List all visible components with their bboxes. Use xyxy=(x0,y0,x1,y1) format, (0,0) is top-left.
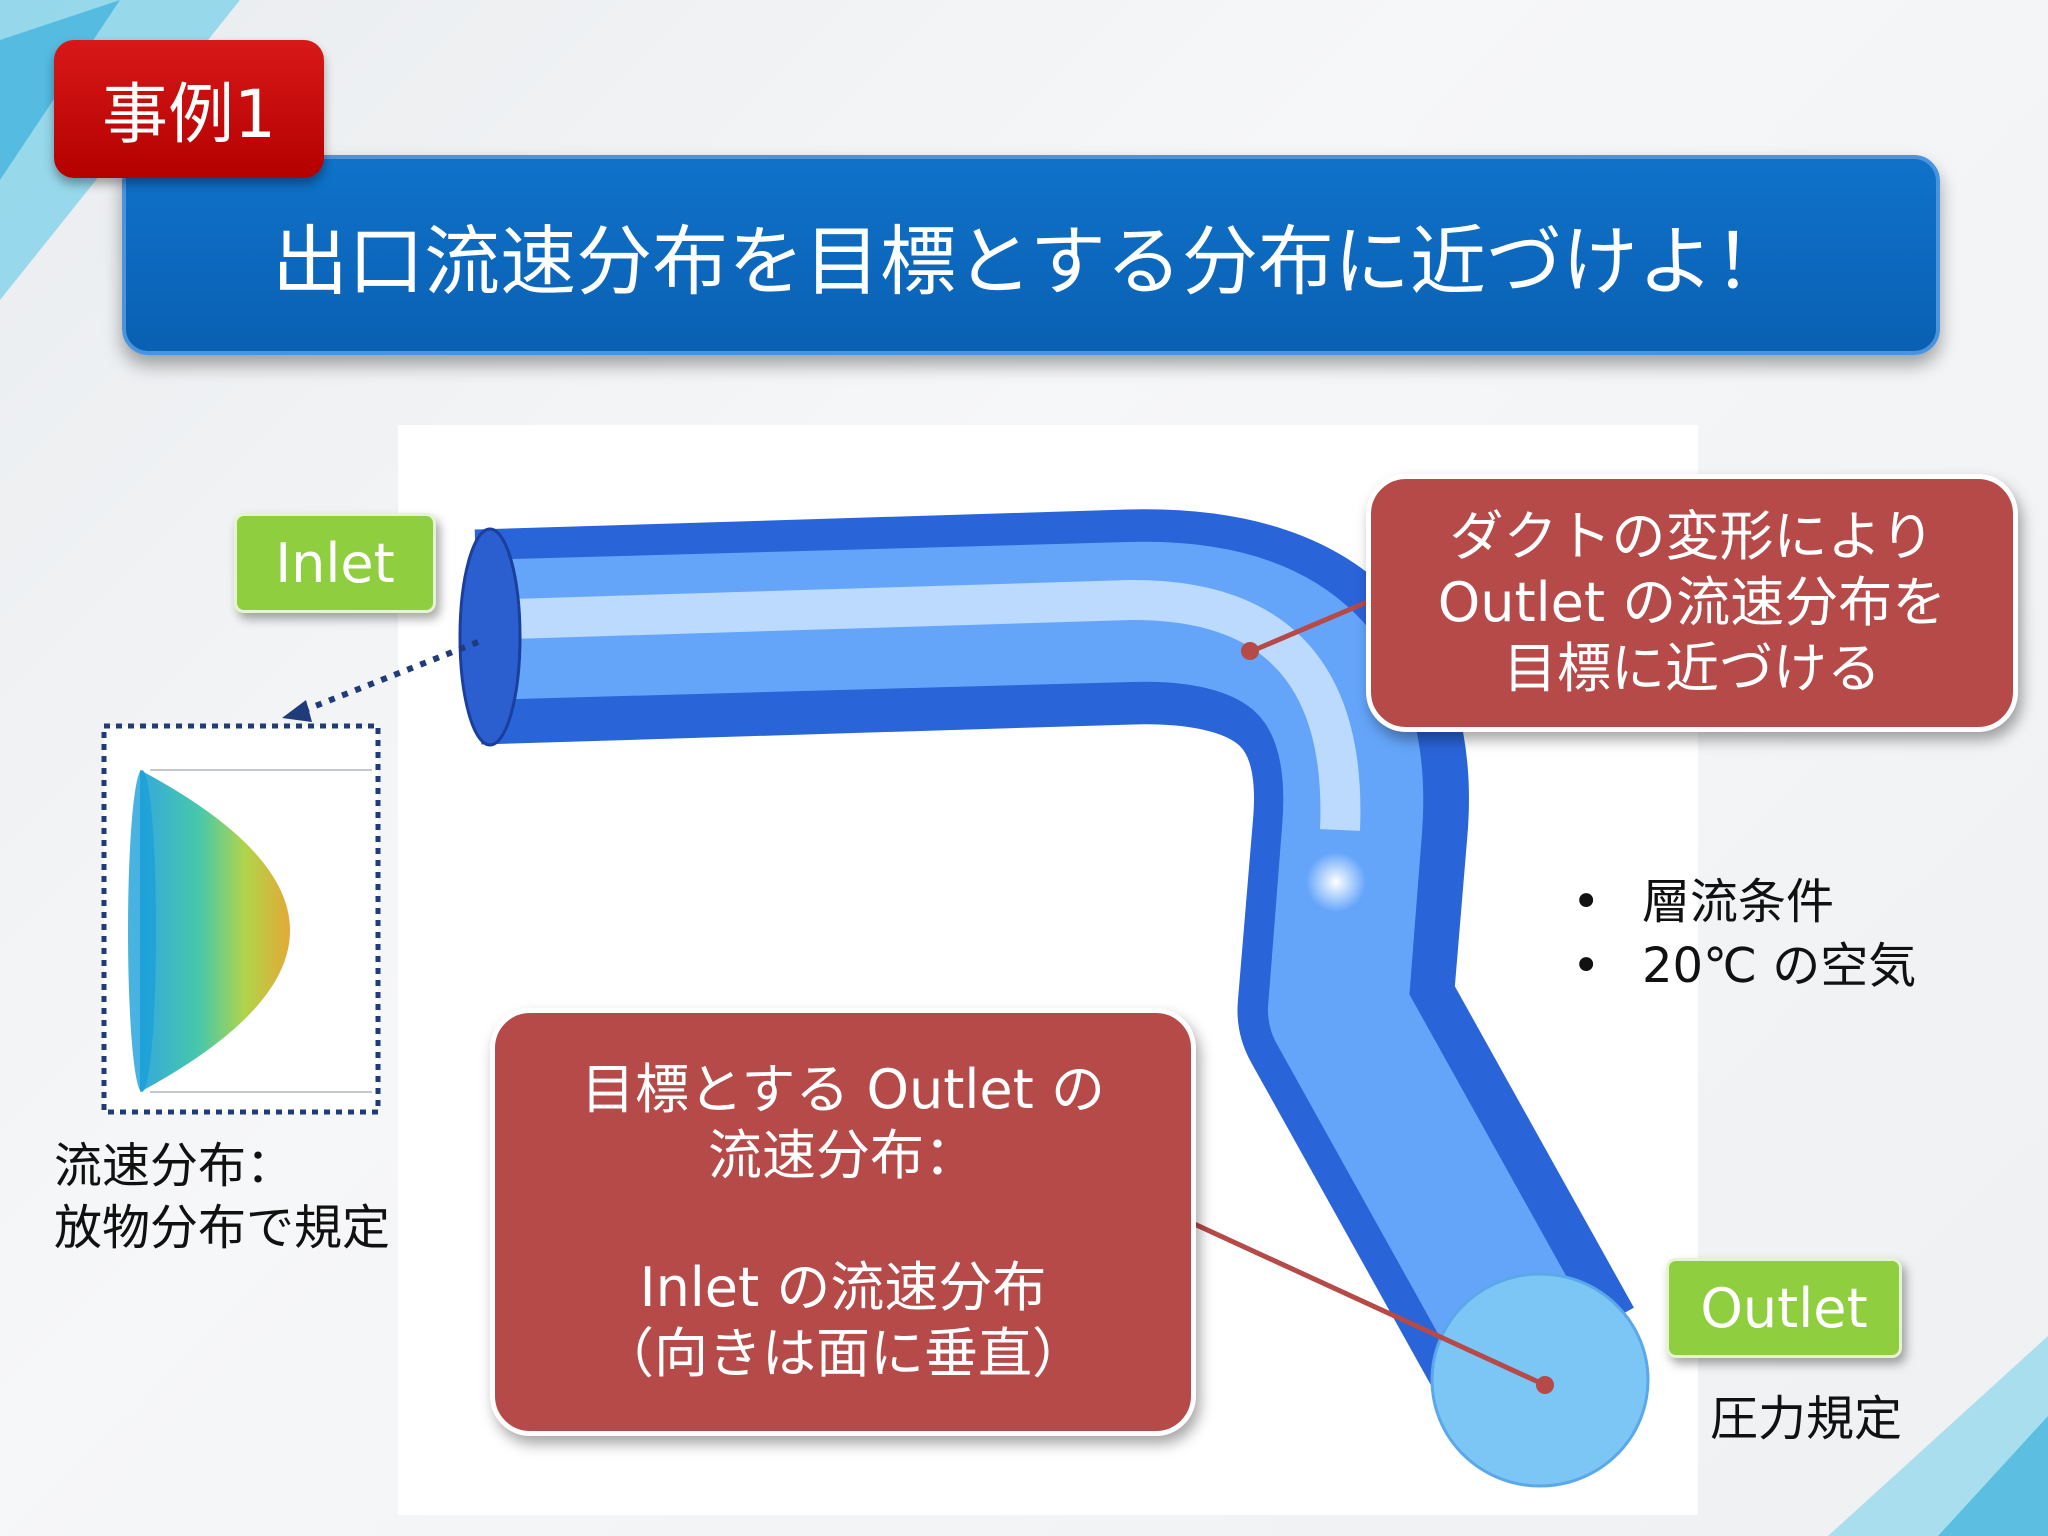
callout-target: 目標とする Outlet の 流速分布： Inlet の流速分布 （向きは面に垂… xyxy=(490,1008,1196,1436)
inlet-face xyxy=(458,527,522,747)
callout-line: 目標とする Outlet の xyxy=(580,1058,1105,1121)
duct-pipe-sheen xyxy=(477,579,1361,831)
callout-point-top xyxy=(1241,642,1259,660)
list-item: •層流条件 xyxy=(1572,874,1835,930)
duct-reflection xyxy=(1306,852,1366,912)
profile-arrow xyxy=(298,639,480,715)
callout-line: 目標に近づける xyxy=(1503,637,1881,700)
case-badge: 事例1 xyxy=(54,40,324,178)
callout-leader-bottom xyxy=(1188,1219,1547,1388)
profile-inlet-ring xyxy=(128,770,156,1092)
callout-leader-top xyxy=(1251,597,1373,654)
conditions-list: •層流条件 •20℃ の空気 xyxy=(1572,870,1916,998)
corner-decoration xyxy=(1828,1336,2048,1536)
callout-line: ダクトの変形により xyxy=(1449,505,1935,568)
profile-arrowhead xyxy=(282,700,312,722)
callout-line: 流速分布： xyxy=(708,1124,978,1187)
note-line: 流速分布： xyxy=(54,1138,295,1194)
callout-line: Inlet の流速分布 xyxy=(639,1256,1047,1319)
note-line: 放物分布で規定 xyxy=(54,1200,391,1256)
outlet-tag: Outlet xyxy=(1666,1258,1902,1358)
list-item: •20℃ の空気 xyxy=(1572,938,1917,994)
page-title: 出口流速分布を目標とする分布に近づけよ！ xyxy=(122,155,1940,355)
parabolic-profile xyxy=(140,770,290,1092)
inlet-note: 流速分布： 放物分布で規定 xyxy=(54,1135,390,1259)
callout-line: Outlet の流速分布を xyxy=(1437,571,1947,634)
inlet-tag: Inlet xyxy=(234,513,436,613)
callout-point-bottom xyxy=(1536,1376,1554,1394)
callout-deform: ダクトの変形により Outlet の流速分布を 目標に近づける xyxy=(1366,474,2018,732)
callout-line: （向きは面に垂直） xyxy=(600,1322,1086,1385)
outlet-note: 圧力規定 xyxy=(1710,1391,1903,1447)
callout-line xyxy=(495,1189,1191,1255)
